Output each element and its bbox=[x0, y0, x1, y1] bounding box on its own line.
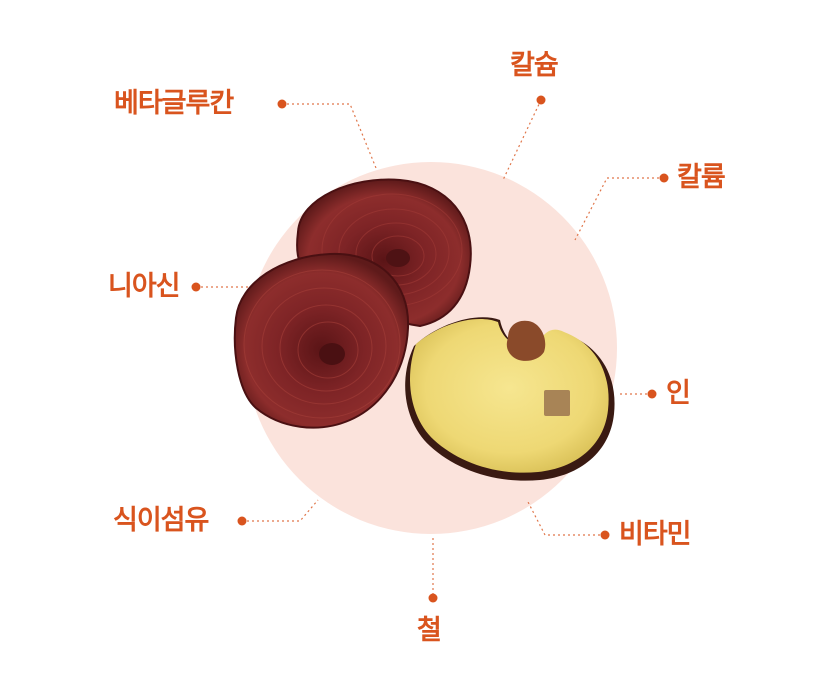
label-calcium: 칼슘 bbox=[510, 50, 559, 81]
dot-niacin bbox=[191, 282, 201, 292]
dot-dietary-fiber bbox=[237, 516, 247, 526]
dot-phosphorus bbox=[647, 389, 657, 399]
mushroom-front-cap bbox=[233, 252, 410, 429]
leader-dots bbox=[191, 95, 669, 603]
label-iron: 철 bbox=[417, 615, 442, 646]
label-phosphorus: 인 bbox=[666, 378, 691, 409]
label-dietary-fiber: 식이섬유 bbox=[113, 505, 209, 536]
leader-line-vitamin bbox=[526, 499, 605, 536]
dot-iron bbox=[428, 593, 438, 603]
dot-potassium bbox=[659, 173, 669, 183]
leader-line-calcium bbox=[502, 99, 542, 181]
label-vitamin: 비타민 bbox=[619, 519, 692, 550]
dot-vitamin bbox=[600, 530, 610, 540]
leader-line-dietary-fiber bbox=[242, 499, 319, 522]
dot-beta-glucan bbox=[277, 99, 287, 109]
leader-line-potassium bbox=[574, 177, 664, 241]
label-niacin: 니아신 bbox=[108, 271, 181, 302]
leader-line-beta-glucan bbox=[282, 103, 377, 169]
label-potassium: 칼륨 bbox=[677, 162, 726, 193]
dot-calcium bbox=[536, 95, 546, 105]
label-beta-glucan: 베타글루칸 bbox=[114, 88, 234, 119]
mushroom-underside bbox=[405, 317, 615, 481]
product-stamp bbox=[544, 390, 570, 416]
leader-lines bbox=[196, 99, 664, 595]
